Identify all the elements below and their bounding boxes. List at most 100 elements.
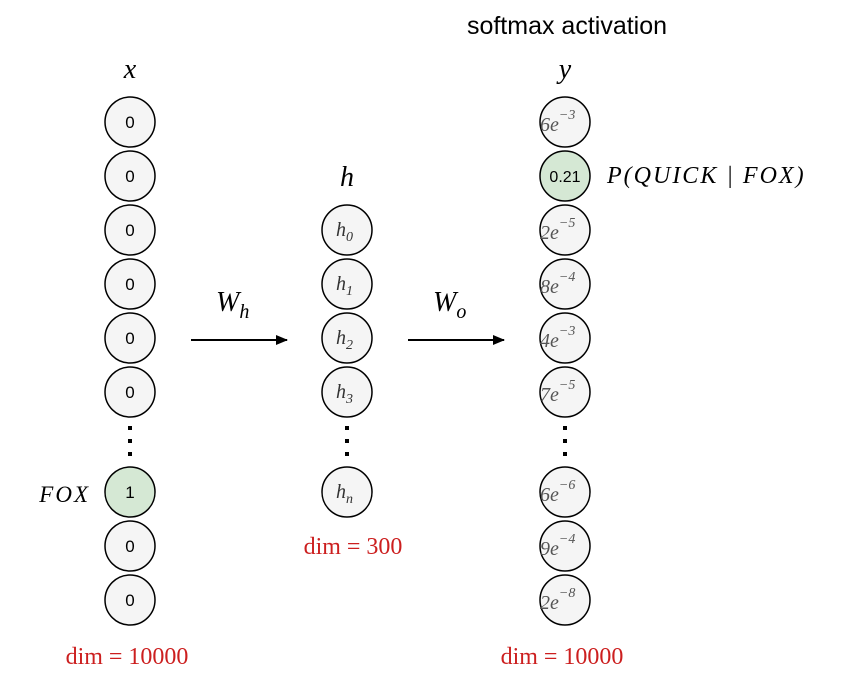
- x-node-value: 0: [125, 275, 134, 294]
- h-node-base: h: [336, 219, 346, 241]
- y-node-value: 6e−6: [540, 478, 575, 506]
- x-node-circle: [104, 204, 156, 256]
- h-node: hn: [321, 466, 373, 518]
- h-node-sub: 0: [346, 230, 353, 245]
- y-node-circle: [539, 96, 591, 148]
- h-node-base: h: [336, 273, 346, 295]
- h-node-label: h0: [336, 219, 353, 245]
- y-node-circle: [539, 520, 591, 572]
- h-node-label: h2: [336, 327, 353, 353]
- y-node-circle: [539, 150, 591, 202]
- w-o-base: W: [433, 287, 459, 318]
- y-ellipsis-dots: [563, 426, 567, 456]
- x-node-circle: [104, 312, 156, 364]
- w-o-label: Wo: [433, 287, 466, 323]
- y-node-exponent: −5: [559, 378, 575, 393]
- h-node-circle: [321, 312, 373, 364]
- h-node-base: h: [336, 327, 346, 349]
- x-layer-nodes: 0 0 0 0 0 0 1 0 0: [104, 96, 156, 626]
- y-node-circle: [539, 204, 591, 256]
- y-node-value: 2e−8: [540, 586, 575, 614]
- y-node-exponent: −8: [559, 586, 575, 601]
- h-node-base: h: [336, 381, 346, 403]
- x-node-circle: [104, 150, 156, 202]
- x-node-circle: [104, 366, 156, 418]
- h-node-base: h: [336, 481, 346, 503]
- h-node-sub: 3: [345, 392, 353, 407]
- w-h-label: Wh: [216, 287, 249, 323]
- h-node-circle: [321, 466, 373, 518]
- x-node-value: 0: [125, 167, 134, 186]
- y-node: 2e−5: [539, 204, 591, 256]
- y-node-exponent: −6: [559, 478, 575, 493]
- x-node: 0: [104, 520, 156, 572]
- w-h-base: W: [216, 287, 242, 318]
- h-dim-label: dim = 300: [304, 534, 403, 560]
- x-node-value: 0: [125, 329, 134, 348]
- x-node-value: 0: [125, 383, 134, 402]
- x-ellipsis-dots: [128, 426, 132, 456]
- y-node: 7e−5: [539, 366, 591, 418]
- x-node-value: 0: [125, 591, 134, 610]
- x-node: 0: [104, 366, 156, 418]
- x-node-value: 0: [125, 221, 134, 240]
- h-node-circle: [321, 258, 373, 310]
- x-node: 0: [104, 150, 156, 202]
- h-node-sub: 1: [346, 284, 353, 299]
- x-layer-label: x: [123, 54, 137, 85]
- y-node-mantissa: 6e: [540, 484, 559, 506]
- y-node-mantissa: 8e: [540, 276, 559, 298]
- y-node-value: 9e−4: [540, 532, 575, 560]
- x-node-value: 1: [125, 483, 134, 502]
- y-node-circle: [539, 466, 591, 518]
- y-node: 9e−4: [539, 520, 591, 572]
- y-node-value: 4e−3: [540, 324, 575, 352]
- y-node-mantissa: 4e: [540, 330, 559, 352]
- h-node: h3: [321, 366, 373, 418]
- x-node-circle: [104, 466, 156, 518]
- y-node-circle: [539, 258, 591, 310]
- h-layer-label: h: [340, 162, 354, 193]
- y-node-circle: [539, 312, 591, 364]
- y-node: 6e−6: [539, 466, 591, 518]
- h-node: h2: [321, 312, 373, 364]
- h-node-label: h3: [336, 381, 353, 407]
- h-node-label: hn: [336, 481, 353, 507]
- y-layer-label: y: [556, 54, 572, 85]
- y-node-mantissa: 9e: [540, 538, 559, 560]
- w-h-sub: h: [239, 301, 249, 323]
- y-node-value: 0.21: [549, 169, 580, 186]
- x-node: 0: [104, 312, 156, 364]
- w-o-sub: o: [456, 301, 466, 323]
- h-node-circle: [321, 366, 373, 418]
- y-node-exponent: −4: [559, 270, 575, 285]
- y-node-mantissa: 6e: [540, 114, 559, 136]
- x-node-circle: [104, 520, 156, 572]
- h-node: h1: [321, 258, 373, 310]
- y-node-mantissa: 7e: [540, 384, 559, 406]
- y-node-circle: [539, 366, 591, 418]
- x-node-circle: [104, 258, 156, 310]
- y-node-exponent: −3: [559, 324, 575, 339]
- y-node: 4e−3: [539, 312, 591, 364]
- x-node-value: 0: [125, 537, 134, 556]
- x-node-value: 0: [125, 113, 134, 132]
- y-node-value: 6e−3: [540, 108, 575, 136]
- fox-label: FOX: [38, 482, 90, 507]
- y-node-value: 7e−5: [540, 378, 575, 406]
- h-node-sub: 2: [346, 338, 353, 353]
- y-node-mantissa: 2e: [540, 222, 559, 244]
- y-node-mantissa: 2e: [540, 592, 559, 614]
- x-node: 0: [104, 96, 156, 148]
- probability-label: P(QUICK | FOX): [606, 163, 806, 189]
- x-dim-label: dim = 10000: [66, 644, 189, 670]
- y-node-exponent: −4: [559, 532, 575, 547]
- x-node: 0: [104, 574, 156, 626]
- y-dim-label: dim = 10000: [501, 644, 624, 670]
- y-node: 2e−8: [539, 574, 591, 626]
- y-node: 8e−4: [539, 258, 591, 310]
- x-node-circle: [104, 96, 156, 148]
- h-node: h0: [321, 204, 373, 256]
